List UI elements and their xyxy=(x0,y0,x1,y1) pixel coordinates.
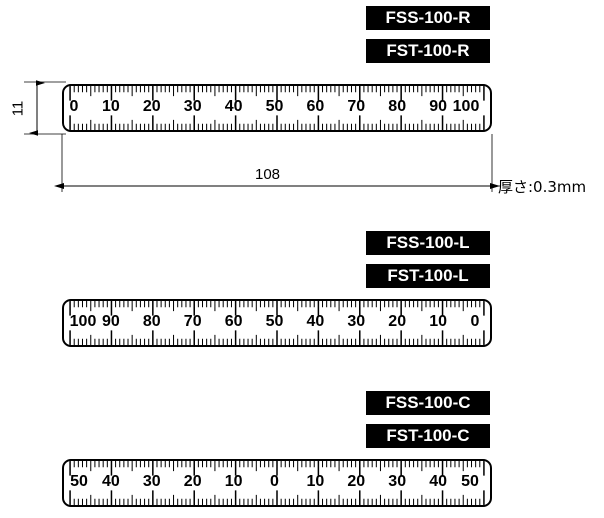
ruler-fss-100-r: 0 10 20 30 40 50 60 70 80 90 100 xyxy=(62,84,492,132)
ruler-l-label: 80 xyxy=(142,312,161,330)
part-tag-fst-100-c: FST-100-C xyxy=(366,424,490,448)
ruler-c-label: 20 xyxy=(347,472,366,490)
ruler-r-label: 70 xyxy=(347,97,366,115)
ruler-c-label: 0 xyxy=(270,472,279,490)
ruler-l-label: 30 xyxy=(347,312,366,330)
ruler-c-label: 40 xyxy=(101,472,120,490)
ruler-l-label: 0 xyxy=(470,312,480,330)
ruler-l-label: 40 xyxy=(306,312,325,330)
ruler-scale-c: 50 40 30 20 10 0 10 20 30 40 50 xyxy=(64,461,490,505)
ruler-c-label: 30 xyxy=(388,472,407,490)
ruler-c-label: 10 xyxy=(306,472,325,490)
ruler-c-label: 10 xyxy=(224,472,243,490)
ruler-r-label: 30 xyxy=(183,97,202,115)
ruler-c-label: 30 xyxy=(142,472,161,490)
ruler-l-label: 10 xyxy=(429,312,447,330)
ruler-r-label: 10 xyxy=(101,97,120,115)
thickness-label: 厚さ:0.3mm xyxy=(498,178,587,196)
ruler-l-label: 70 xyxy=(183,312,202,330)
dimension-height-label: 11 xyxy=(9,100,27,117)
ruler-l-ticks xyxy=(69,301,485,345)
part-tag-fst-100-r: FST-100-R xyxy=(366,39,490,63)
ruler-r-label: 80 xyxy=(388,97,407,115)
ruler-l-label: 50 xyxy=(265,312,284,330)
ruler-c-label: 40 xyxy=(429,472,447,490)
ruler-r-label: 0 xyxy=(69,97,79,115)
ruler-l-label: 20 xyxy=(388,312,407,330)
ruler-r-label: 90 xyxy=(429,97,447,115)
part-tag-fst-100-l: FST-100-L xyxy=(366,264,490,288)
ruler-c-label: 20 xyxy=(183,472,202,490)
part-tag-fss-100-l: FSS-100-L xyxy=(366,231,490,255)
part-tag-fss-100-r: FSS-100-R xyxy=(366,6,490,30)
part-tag-fss-100-c: FSS-100-C xyxy=(366,391,490,415)
ruler-r-label: 100 xyxy=(452,97,480,115)
ruler-r-label: 60 xyxy=(306,97,325,115)
ruler-r-label: 20 xyxy=(142,97,161,115)
ruler-scale-r: 0 10 20 30 40 50 60 70 80 90 100 xyxy=(64,86,490,130)
ruler-c-ticks xyxy=(69,461,485,505)
ruler-r-ticks xyxy=(69,86,485,130)
ruler-c-label: 50 xyxy=(70,472,88,490)
ruler-r-label: 40 xyxy=(224,97,243,115)
ruler-fss-100-c: 50 40 30 20 10 0 10 20 30 40 50 xyxy=(62,459,492,507)
ruler-r-label: 50 xyxy=(265,97,284,115)
dimension-length-label: 108 xyxy=(255,166,281,183)
ruler-l-label: 60 xyxy=(224,312,243,330)
ruler-l-label: 90 xyxy=(101,312,120,330)
ruler-c-label: 50 xyxy=(461,472,479,490)
ruler-l-label: 100 xyxy=(69,312,97,330)
